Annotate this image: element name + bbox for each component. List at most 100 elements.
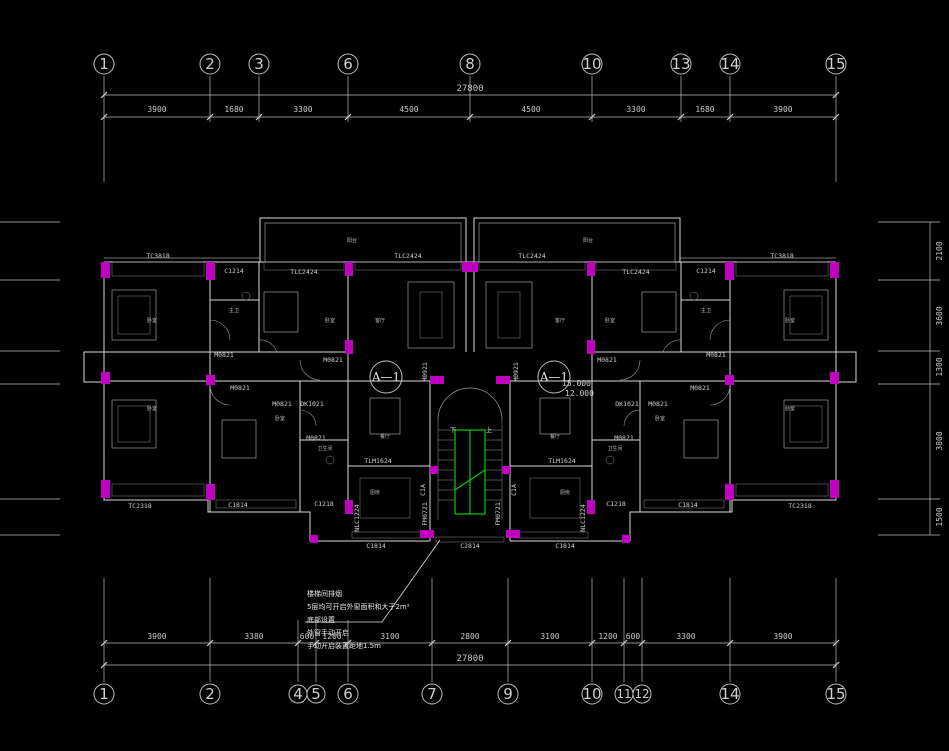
room-label-bedroom: 卧室 — [785, 317, 795, 324]
window-code: NLC1224 — [353, 504, 361, 531]
dim-bottom: 3100 — [540, 632, 559, 641]
door-code: FM0721 — [421, 502, 429, 526]
left-extension-lines — [0, 221, 60, 536]
furniture — [111, 281, 829, 519]
axis-label: 2 — [205, 685, 215, 703]
dim-top: 4500 — [521, 105, 540, 114]
dim-top: 4500 — [399, 105, 418, 114]
staircase: 下 上 — [437, 387, 503, 520]
elevation-label: 15.000 — [562, 379, 591, 388]
room-label-dining: 餐厅 — [380, 433, 390, 440]
window-code: TC3818 — [770, 252, 794, 260]
door-code: M0821 — [230, 384, 250, 392]
axis-label: 13 — [671, 55, 690, 73]
door-code: M0821 — [648, 400, 668, 408]
smoke-exhaust-note: 楼梯间排烟 5层均可开启外窗面积和大于2m² 底部设置 外窗手动开启 手动开启装… — [305, 539, 441, 650]
door-code: M0821 — [597, 356, 617, 364]
room-label-bedroom: 卧室 — [785, 405, 795, 412]
door-code: M0821 — [614, 434, 634, 442]
unit-type-label: A—1 — [539, 370, 568, 384]
door-code: M0821 — [306, 434, 326, 442]
dim-right: 1500 — [935, 507, 944, 526]
bottom-dim-ticks — [100, 639, 840, 669]
room-label-master-bath: 主卫 — [229, 307, 239, 314]
room-label-bedroom: 卧室 — [655, 415, 665, 422]
dim-top: 1680 — [224, 105, 243, 114]
note-line: 外窗手动开启 — [307, 628, 349, 637]
door-arcs — [209, 319, 731, 427]
axis-label: 9 — [503, 685, 513, 703]
axis-label: 14 — [720, 685, 739, 703]
axis-label: 4 — [293, 685, 303, 703]
room-label-balcony-right: 阳台 — [583, 237, 593, 244]
unit-type-label: A—1 — [371, 370, 400, 384]
window-code: C1814 — [555, 542, 575, 550]
door-code: M0821 — [214, 351, 234, 359]
axis-label: 14 — [720, 55, 739, 73]
room-label-bath: 卫生间 — [317, 445, 332, 452]
elevation-label: 12.000 — [565, 389, 594, 398]
bottom-axis-markers: 1 2 4 5 6 7 9 10 11 12 14 15 — [93, 683, 847, 705]
window-code: TLC2424 — [290, 268, 317, 276]
top-axis-markers: 1 2 3 6 8 10 13 14 15 — [93, 53, 847, 75]
window-code: C2814 — [460, 542, 480, 550]
door-code: M0821 — [323, 356, 343, 364]
door-code: M0921 — [512, 362, 520, 382]
top-total-dimension: 27800 — [456, 84, 483, 94]
structural-columns — [101, 262, 839, 543]
unit-type-markers: A—1 A—1 15.000 12.000 — [369, 360, 594, 398]
axis-label: 6 — [343, 55, 353, 73]
window-code: TC2318 — [788, 502, 812, 510]
axis-label: 6 — [343, 685, 353, 703]
axis-label: 2 — [205, 55, 215, 73]
dim-top: 3300 — [293, 105, 312, 114]
axis-label: 15 — [826, 685, 845, 703]
room-label-kitchen: 厨房 — [370, 489, 380, 496]
window-code: C1A — [510, 484, 518, 496]
room-label-balcony-left: 阳台 — [347, 237, 357, 244]
dim-top: 1680 — [695, 105, 714, 114]
axis-label: 7 — [427, 685, 437, 703]
window-code: C1814 — [366, 542, 386, 550]
right-dim-values: 2100 3600 1300 3800 1500 — [935, 241, 944, 526]
dim-bottom: 3300 — [676, 632, 695, 641]
window-code: TC3818 — [146, 252, 170, 260]
room-label-bedroom: 卧室 — [605, 317, 615, 324]
door-code: TLM1624 — [548, 457, 575, 465]
door-code: FM0721 — [494, 502, 502, 526]
door-code: M0921 — [421, 362, 429, 382]
window-code: C1214 — [224, 267, 244, 275]
dim-bottom: 3380 — [244, 632, 263, 641]
window-code: TLC2424 — [394, 252, 421, 260]
bottom-total-dimension: 27800 — [456, 654, 483, 664]
dim-bottom: 600 — [626, 632, 641, 641]
dim-top: 3300 — [626, 105, 645, 114]
dim-bottom: 2800 — [460, 632, 479, 641]
axis-label: 15 — [826, 55, 845, 73]
window-code: TLC2424 — [622, 268, 649, 276]
window-code: C1218 — [314, 500, 334, 508]
axis-label: 10 — [582, 55, 601, 73]
window-code: C1A — [419, 484, 427, 496]
top-segment-dimensions: 3900 1680 3300 4500 4500 3300 1680 3900 — [147, 105, 792, 114]
door-code: M0821 — [690, 384, 710, 392]
axis-label: 10 — [582, 685, 601, 703]
dim-right: 3600 — [935, 306, 944, 325]
dim-right: 3800 — [935, 431, 944, 450]
note-title: 楼梯间排烟 — [307, 589, 342, 598]
axis-label: 1 — [99, 55, 109, 73]
door-code: TLM1624 — [364, 457, 391, 465]
dim-bottom: 1200 — [322, 632, 341, 641]
stair-down-label: 下 — [450, 426, 457, 434]
room-labels: 阳台 阳台 卧室 卧室 卧室 卧室 卧室 卧室 卧室 卧室 客厅 客厅 餐厅 餐… — [147, 237, 795, 496]
bottom-dimension-lines — [103, 578, 837, 682]
dim-bottom: 3900 — [773, 632, 792, 641]
bottom-segment-dimensions: 3900 3380 600 1200 3100 2800 3100 1200 6… — [147, 632, 792, 641]
dim-bottom: 1200 — [598, 632, 617, 641]
top-dim-ticks — [100, 91, 840, 121]
window-code: C1814 — [228, 501, 248, 509]
right-dimension-lines — [878, 221, 940, 536]
axis-label: 11 — [616, 687, 631, 701]
room-label-bedroom: 卧室 — [147, 317, 157, 324]
